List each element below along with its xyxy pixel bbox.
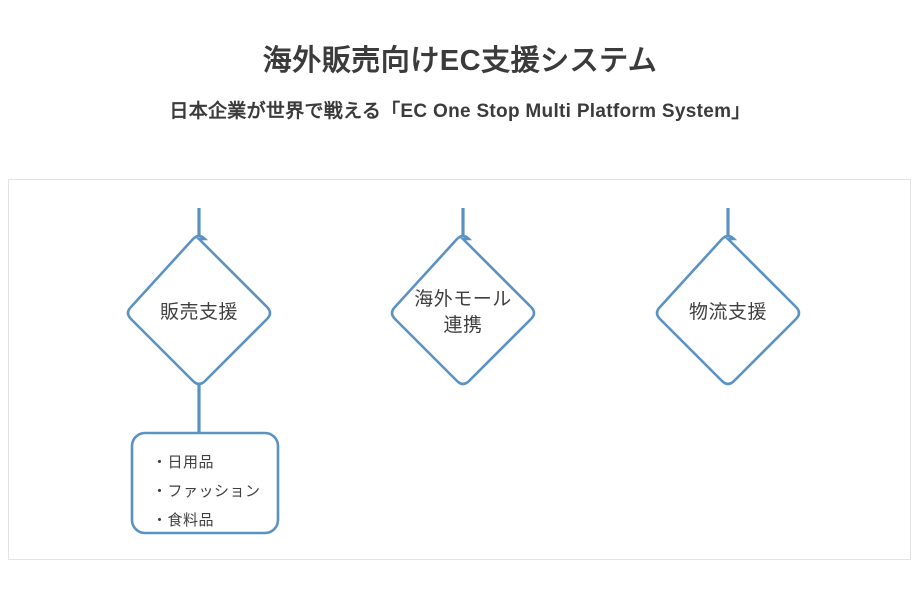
page-title: 海外販売向けEC支援システム (262, 45, 658, 77)
product-categories-list: ・日用品 ・ファッション ・食料品 (152, 448, 261, 535)
list-item: ・食料品 (152, 512, 215, 529)
node-product-categories[interactable] (130, 431, 280, 535)
diagram-canvas (126, 208, 801, 535)
node-logistics-support[interactable] (655, 234, 801, 386)
diagram-frame: 販売支援 海外モール 連携 物流支援 ・日用品 ・ファッション ・食料品 (8, 179, 911, 560)
list-item: ・日用品 (152, 454, 215, 471)
list-item: ・ファッション (152, 483, 261, 500)
node-sales-support[interactable] (126, 234, 272, 386)
node-overseas-mall[interactable] (390, 234, 536, 386)
title-block: 海外販売向けEC支援システム 日本企業が世界で戦える「EC One Stop M… (0, 44, 920, 124)
page-subtitle: 日本企業が世界で戦える「EC One Stop Multi Platform S… (169, 100, 751, 122)
